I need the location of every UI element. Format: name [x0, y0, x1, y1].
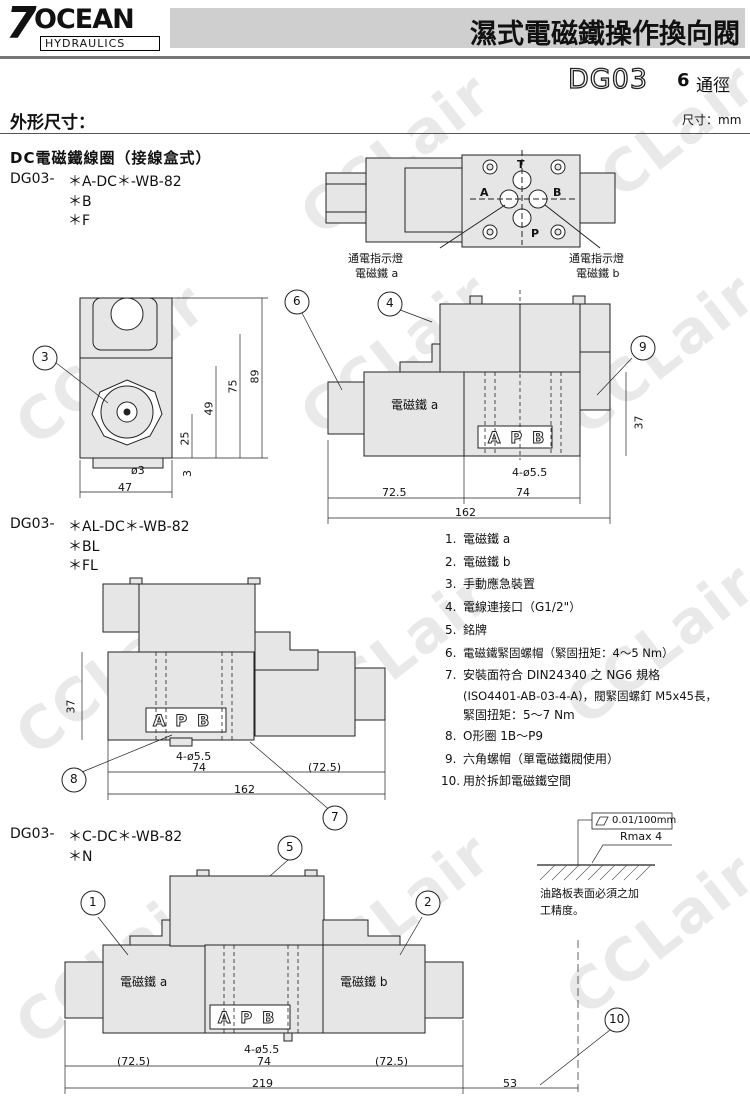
logo-mark: 7 [6, 0, 37, 49]
port-a: A [480, 186, 489, 199]
dim-47: 47 [118, 481, 132, 494]
model-line: ＊F [68, 213, 91, 229]
model-line: ＊C-DC＊-WB-82 [68, 829, 183, 845]
callout-4: 4 [386, 296, 394, 310]
solenoid-a-label: 電磁鐵 a [391, 398, 439, 412]
front-view-3 [64, 869, 464, 1042]
side-view [79, 297, 173, 469]
front-view-2 [102, 577, 386, 747]
header-rule [0, 56, 750, 59]
list-item: 2.電磁鐵 b [445, 554, 511, 569]
nameplate: APB [487, 428, 555, 448]
roughness-spec: Rmax 4 [620, 830, 663, 843]
dim-3: 3 [181, 470, 194, 477]
callout-7: 7 [331, 810, 339, 824]
indicator-b-line2: 電磁鐵 b [576, 267, 620, 280]
dim-37: 37 [632, 415, 646, 430]
model-line: ＊AL-DC＊-WB-82 [68, 519, 190, 535]
callout-5: 5 [286, 840, 294, 854]
list-item: 9.六角螺帽（單電磁鐵閥使用） [445, 751, 620, 766]
dim-75: 75 [226, 379, 240, 394]
indicator-a-line1: 通電指示燈 [348, 252, 403, 265]
model-line: ＊A-DC＊-WB-82 [68, 174, 182, 190]
model-line: ＊BL [68, 539, 100, 555]
dim-phi3: ø3 [131, 464, 145, 477]
dim-162: 162 [455, 506, 476, 519]
logo: 7 OCEAN HYDRAULICS [6, 0, 160, 52]
dc-title: DC電磁鐵線圈（接線盒式） [10, 149, 212, 167]
list-item: 5.銘牌 [445, 622, 488, 637]
dim-37: 37 [64, 699, 78, 714]
dim-162: 162 [234, 783, 255, 796]
dim-219: 219 [252, 1077, 273, 1090]
header-bar [170, 8, 745, 48]
callout-1: 1 [89, 895, 97, 909]
callout-3: 3 [41, 350, 49, 364]
dim-74: 74 [192, 761, 206, 774]
dim-53: 53 [503, 1077, 517, 1090]
list-item: 4.電線連接口（G1/2"） [445, 600, 582, 615]
nameplate: APB [152, 711, 220, 731]
nameplate: APB [217, 1008, 285, 1028]
section-rule [0, 133, 750, 134]
unit-note: 尺寸：mm [682, 113, 742, 127]
indicator-a-line2: 電磁鐵 a [355, 267, 399, 280]
top-view [325, 150, 616, 249]
port-t: T [517, 158, 525, 171]
list-item: 3.手動應急裝置 [445, 577, 536, 592]
callout-10: 10 [609, 1012, 625, 1026]
port-p: P [531, 227, 540, 240]
list-item: 10.用於拆卸電磁鐵空間 [441, 774, 572, 789]
list-item: 7.安裝面符合 DIN24340 之 NG6 規格 [445, 668, 661, 683]
list-item: 6.電磁鐵緊固螺帽（緊固扭矩：4～5 Nm） [445, 645, 674, 660]
model-line: ＊B [68, 194, 92, 210]
solenoid-b-label: 電磁鐵 b [340, 975, 388, 989]
model-size: 6 [677, 70, 690, 91]
section-title: 外形尺寸： [10, 113, 95, 133]
dim-72-5: (72.5) [308, 761, 342, 774]
dim-72-5-left: (72.5) [117, 1055, 151, 1068]
parts-list: 1.電磁鐵 a 2.電磁鐵 b 3.手動應急裝置 4.電線連接口（G1/2"） … [441, 528, 745, 793]
dim-72-5-right: (72.5) [375, 1055, 409, 1068]
surface-note-line1: 油路板表面必須之加 [540, 887, 639, 900]
dim-49: 49 [202, 401, 216, 416]
callout-8: 8 [70, 772, 78, 786]
port-b: B [553, 186, 562, 199]
indicator-b-line1: 通電指示燈 [569, 252, 624, 265]
dim-74: 74 [516, 486, 530, 499]
flatness-spec: 0.01/100mm [612, 815, 677, 826]
dim-holes: 4-ø5.5 [176, 750, 212, 763]
callout-6: 6 [293, 294, 301, 308]
model-code: DG03 [567, 63, 649, 95]
callout-9: 9 [639, 340, 647, 354]
model-line: ＊FL [68, 558, 98, 574]
list-item: 緊固扭矩：5～7 Nm [463, 707, 575, 722]
dim-72-5: 72.5 [382, 486, 407, 499]
model-line: ＊N [68, 849, 93, 865]
logo-sub: HYDRAULICS [40, 36, 160, 51]
list-item: 8.O形圈 1B～P9 [445, 728, 543, 743]
list-item: 1.電磁鐵 a [445, 532, 511, 546]
list-item: (ISO4401-AB-03-4-A)，閥緊固螺釘 M5x45長， [463, 688, 717, 703]
dim-89: 89 [248, 369, 262, 384]
model-prefix: DG03- [10, 516, 55, 532]
logo-brand: OCEAN [34, 4, 135, 35]
dim-holes: 4-ø5.5 [512, 466, 548, 479]
dim-74: 74 [257, 1055, 271, 1068]
page-title: 濕式電磁鐵操作換向閥 [470, 19, 740, 50]
dim-25: 25 [178, 431, 192, 446]
front-view-1 [327, 295, 611, 457]
model-size-unit: 通徑 [696, 76, 730, 96]
callout-2: 2 [424, 895, 432, 909]
dim-holes: 4-ø5.5 [244, 1043, 280, 1056]
surface-note-line2: 工精度。 [540, 904, 584, 917]
model-prefix: DG03- [10, 171, 55, 187]
model-prefix: DG03- [10, 826, 55, 842]
solenoid-a-label: 電磁鐵 a [120, 975, 168, 989]
